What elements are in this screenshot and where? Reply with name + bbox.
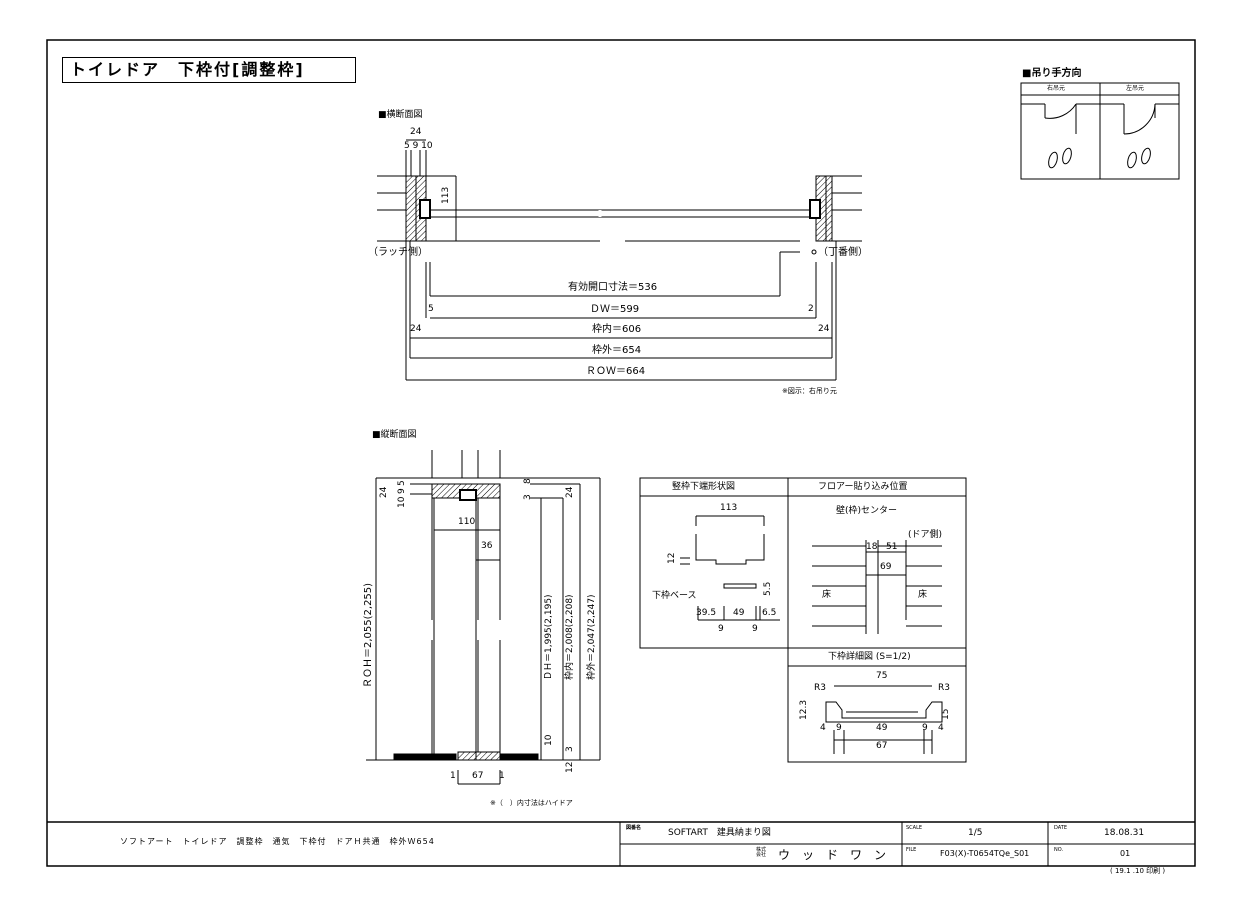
detail3-d75: 75 [876, 671, 888, 681]
hinge-side-label: （丁番側） [818, 247, 868, 258]
section-d12: 12 [565, 761, 575, 773]
plan-d5: 5 [428, 304, 434, 314]
detail1-d12: 12 [667, 552, 677, 564]
detail1-d113: 113 [720, 503, 738, 513]
section-d1a: 1 [450, 771, 456, 781]
detail2-floor-left: 床 [822, 590, 832, 600]
no-label: NO. [1054, 847, 1064, 853]
plan-note: ※図示：右吊り元 [782, 387, 837, 395]
section-d24: 24 [379, 486, 389, 498]
scale-label: SCALE [906, 825, 923, 831]
section-d9: 9 [397, 488, 407, 494]
hinge-direction-box [1020, 82, 1180, 180]
section-d3: 3 [523, 494, 533, 500]
section-note: ※（ ）内寸法はハイドア [490, 799, 573, 807]
detail3-d15: 15 [941, 708, 951, 720]
hinge-right-label: 右吊元 [1047, 85, 1066, 92]
vertical-section [366, 450, 601, 785]
section-d24r: 24 [565, 486, 575, 498]
plan-dim-24: 24 [410, 127, 422, 137]
detail2-floor-right: 床 [918, 590, 928, 600]
detail1-d49: 49 [733, 608, 745, 618]
detail3-d4b: 4 [938, 723, 944, 733]
dh-dim: ＤＨ＝1,995(2,195) [544, 594, 554, 680]
section-d5: 5 [397, 480, 407, 486]
detail3-d123: 12.3 [799, 699, 809, 720]
plan-d2: 2 [808, 304, 814, 314]
dw-dim: ＤＷ＝599 [590, 304, 640, 315]
hinge-left-label: 左吊元 [1126, 85, 1145, 92]
detail3-d9b: 9 [922, 723, 928, 733]
effective-opening-dim: 有効開口寸法＝536 [568, 282, 658, 293]
detail3-d4a: 4 [820, 723, 826, 733]
dwg-label: 図番名 [626, 825, 642, 831]
section-d3b: 3 [565, 746, 575, 752]
file-value: F03(X)-T0654TQe_S01 [940, 849, 1030, 858]
company-name: ウ ッ ド ワ ン [778, 848, 887, 862]
detail-boxes [639, 477, 967, 763]
detail2-d18: 18 [866, 542, 878, 552]
section-d67: 67 [472, 771, 484, 781]
plan-dim-5-9-10: 5 9 10 [404, 141, 433, 151]
detail1-header: 竪枠下端形状図 [672, 482, 736, 492]
detail3-r3b: R3 [938, 683, 950, 693]
section-d1b: 1 [499, 771, 505, 781]
frame-inner-dim: 枠内＝606 [592, 324, 642, 335]
date-label: DATE [1054, 825, 1068, 831]
hinge-heading: ■吊り手方向 [1022, 68, 1082, 79]
company-prefix: 株式会社 [756, 847, 767, 858]
detail1-d65: 6.5 [762, 608, 777, 618]
latch-side-label: （ラッチ側） [368, 247, 428, 258]
sheet-border [46, 39, 1196, 867]
print-note: ( 19.1 .10 印刷 ) [1110, 867, 1166, 875]
roh-dim: ＲＯＨ＝2,055(2,255) [363, 582, 374, 688]
no-value: 01 [1120, 849, 1131, 858]
plan-heading: ■横断面図 [378, 110, 423, 120]
frame-outer-dim: 枠外＝654 [592, 345, 642, 356]
detail2-center: 壁(枠)センター [836, 506, 898, 516]
detail3-d9a: 9 [836, 723, 842, 733]
detail3-r3a: R3 [814, 683, 826, 693]
section-heading: ■縦断面図 [372, 430, 417, 440]
plan-d24a: 24 [410, 324, 422, 334]
plan-d24b: 24 [818, 324, 830, 334]
section-d8: 8 [523, 478, 533, 484]
section-outer-dim: 枠外＝2,047(2,247) [587, 594, 597, 680]
section-d36: 36 [481, 541, 493, 551]
section-inner-dim: 枠内＝2,008(2,208) [565, 594, 575, 680]
scale-value: 1/5 [968, 828, 983, 838]
detail1-d9b: 9 [752, 624, 758, 634]
detail2-d51: 51 [886, 542, 898, 552]
detail2-door-side: (ドア側) [908, 530, 943, 540]
detail3-header: 下枠詳細図 (S=1/2) [828, 652, 911, 662]
detail3-d67: 67 [876, 741, 888, 751]
detail1-d9a: 9 [718, 624, 724, 634]
detail1-d55: 5.5 [763, 581, 773, 596]
section-d10: 10 [397, 496, 407, 508]
detail3-d49: 49 [876, 723, 888, 733]
detail1-d395: 39.5 [696, 608, 717, 618]
file-label: FILE [906, 847, 917, 853]
plan-section [377, 139, 862, 381]
detail1-base: 下枠ベース [652, 591, 697, 601]
drawing-description: ソフトアート トイレドア 調整枠 通気 下枠付 ドアＨ共通 枠外Ｗ654 [120, 837, 435, 846]
detail2-header: フロアー貼り込み位置 [818, 482, 908, 492]
section-d10b: 10 [544, 734, 554, 746]
dwg-value: SOFTART 建具納まり図 [668, 828, 771, 838]
title-box [62, 57, 356, 83]
page-title: トイレドア 下枠付[調整枠] [70, 60, 305, 79]
date-value: 18.08.31 [1104, 828, 1145, 838]
title-block [47, 821, 1195, 866]
section-d110: 110 [458, 517, 476, 527]
row-dim: ＲＯＷ＝664 [586, 366, 646, 377]
detail2-d69: 69 [880, 562, 892, 572]
plan-dim-113: 113 [441, 186, 451, 204]
